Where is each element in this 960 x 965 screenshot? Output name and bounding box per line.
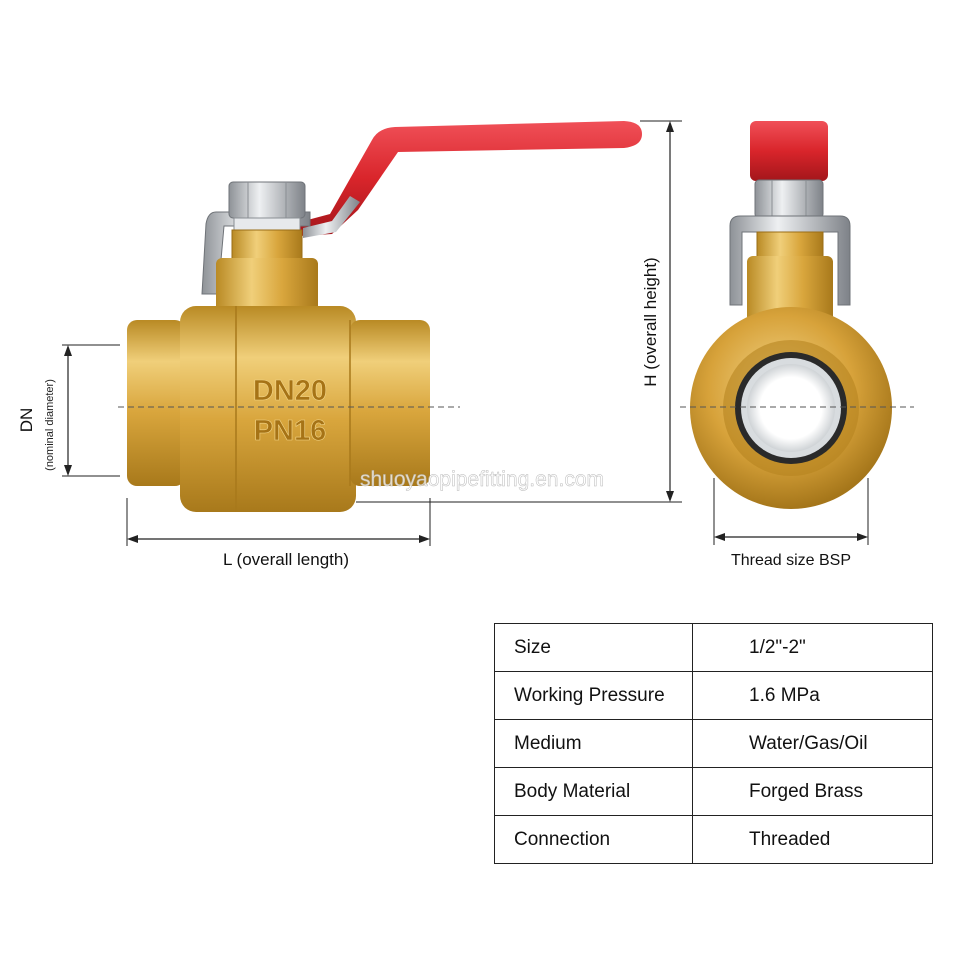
valve-neck bbox=[216, 258, 318, 320]
valve-body bbox=[180, 306, 356, 512]
watermark: shuoyaopipefitting.en.com bbox=[360, 468, 604, 491]
lever-handle bbox=[300, 121, 642, 238]
body-marking-dn: DN20 bbox=[253, 375, 327, 407]
spec-table: Size 1/2"-2" Working Pressure 1.6 MPa Me… bbox=[494, 623, 933, 864]
spec-key: Connection bbox=[494, 815, 693, 864]
thread-dimension: Thread size BSP bbox=[713, 478, 869, 569]
height-dimension: H (overall height) bbox=[356, 120, 682, 503]
spec-key: Working Pressure bbox=[494, 671, 693, 720]
height-label: H (overall height) bbox=[641, 257, 660, 386]
spec-value: 1.6 MPa bbox=[692, 671, 933, 720]
front-view: DN20 PN16 DN (nominal diameter) L (overa… bbox=[17, 120, 682, 569]
side-stem-packing bbox=[756, 231, 824, 261]
dn-sub-label: (nominal diameter) bbox=[44, 379, 56, 471]
spec-value: Water/Gas/Oil bbox=[692, 719, 933, 768]
bore-opening bbox=[747, 364, 835, 452]
spec-value: Forged Brass bbox=[692, 767, 933, 816]
stem-nut bbox=[228, 181, 306, 231]
side-neck bbox=[747, 256, 833, 322]
stem-packing bbox=[231, 229, 303, 261]
table-row: Medium Water/Gas/Oil bbox=[494, 719, 933, 768]
thread-label: Thread size BSP bbox=[731, 552, 851, 569]
dn-label: DN bbox=[17, 408, 36, 433]
handle-end bbox=[750, 121, 828, 181]
spec-key: Medium bbox=[494, 719, 693, 768]
spec-key: Size bbox=[494, 623, 693, 672]
spec-value: Threaded bbox=[692, 815, 933, 864]
left-end-hex bbox=[127, 320, 185, 486]
length-dimension: L (overall length) bbox=[126, 498, 431, 569]
table-row: Working Pressure 1.6 MPa bbox=[494, 671, 933, 720]
body-marking-pn: PN16 bbox=[254, 415, 327, 447]
table-row: Body Material Forged Brass bbox=[494, 767, 933, 816]
table-row: Connection Threaded bbox=[494, 815, 933, 864]
dn-dimension: DN (nominal diameter) bbox=[17, 344, 120, 477]
side-bracket bbox=[729, 215, 851, 306]
length-label: L (overall length) bbox=[223, 550, 349, 569]
side-stem-nut bbox=[754, 179, 824, 219]
right-end-hex bbox=[350, 320, 430, 486]
table-row: Size 1/2"-2" bbox=[494, 623, 933, 672]
spec-value: 1/2"-2" bbox=[692, 623, 933, 672]
side-view: Thread size BSP bbox=[680, 121, 914, 569]
spec-key: Body Material bbox=[494, 767, 693, 816]
